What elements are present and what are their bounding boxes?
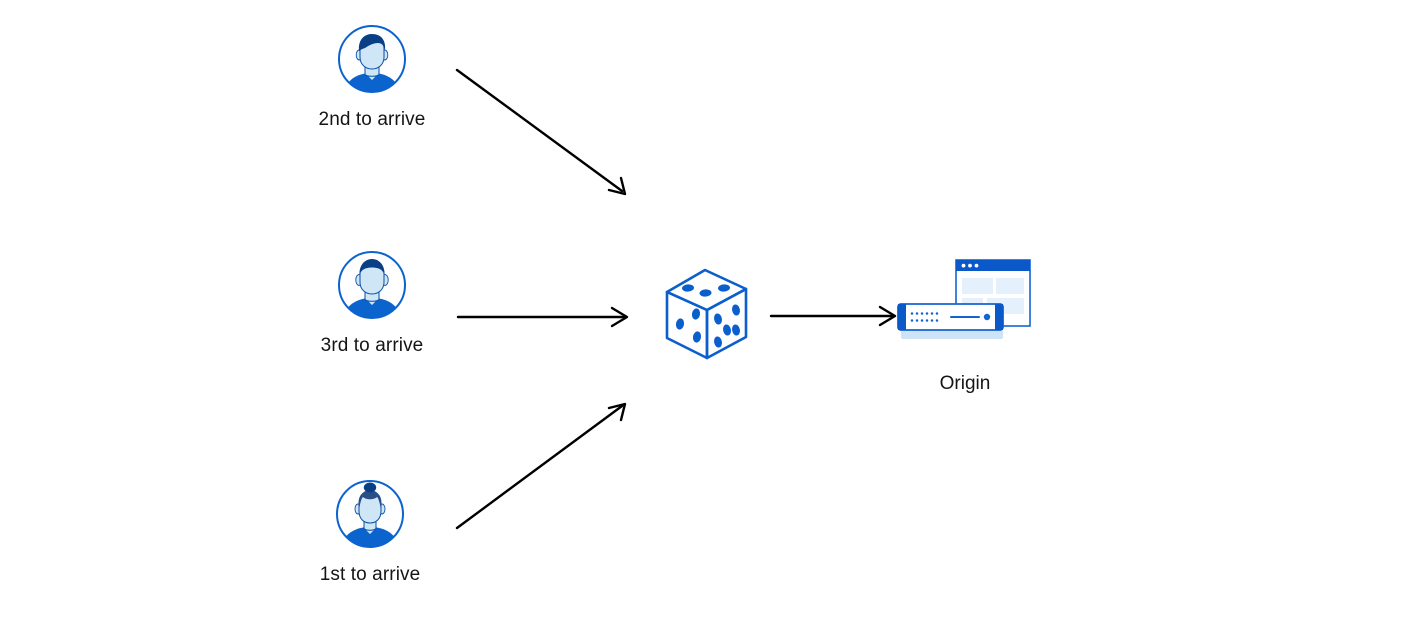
server-rack-icon (897, 303, 1004, 339)
dice-icon (665, 268, 748, 360)
dice-top-pips (682, 284, 730, 297)
user-avatar-icon (338, 25, 406, 93)
user-avatar-icon (336, 480, 404, 548)
client-label-1st: 1st to arrive (319, 564, 421, 585)
dice-left-pips (675, 308, 702, 343)
origin-server-icon (897, 259, 1031, 339)
arrow-1st-to-dice (455, 402, 627, 530)
dice-node[interactable] (655, 262, 765, 372)
client-node-3rd[interactable]: 3rd to arrive (272, 248, 472, 358)
client-label-3rd: 3rd to arrive (320, 335, 424, 356)
client-label-2nd: 2nd to arrive (318, 109, 426, 130)
dice-right-pips (714, 304, 740, 348)
arrow-2nd-to-dice (455, 68, 627, 196)
client-node-1st[interactable]: 1st to arrive (270, 477, 470, 587)
client-node-2nd[interactable]: 2nd to arrive (272, 22, 472, 132)
origin-node[interactable]: Origin (865, 256, 1065, 396)
arrow-3rd-to-dice (456, 306, 629, 328)
origin-label: Origin (939, 373, 991, 394)
user-avatar-icon (338, 251, 406, 319)
